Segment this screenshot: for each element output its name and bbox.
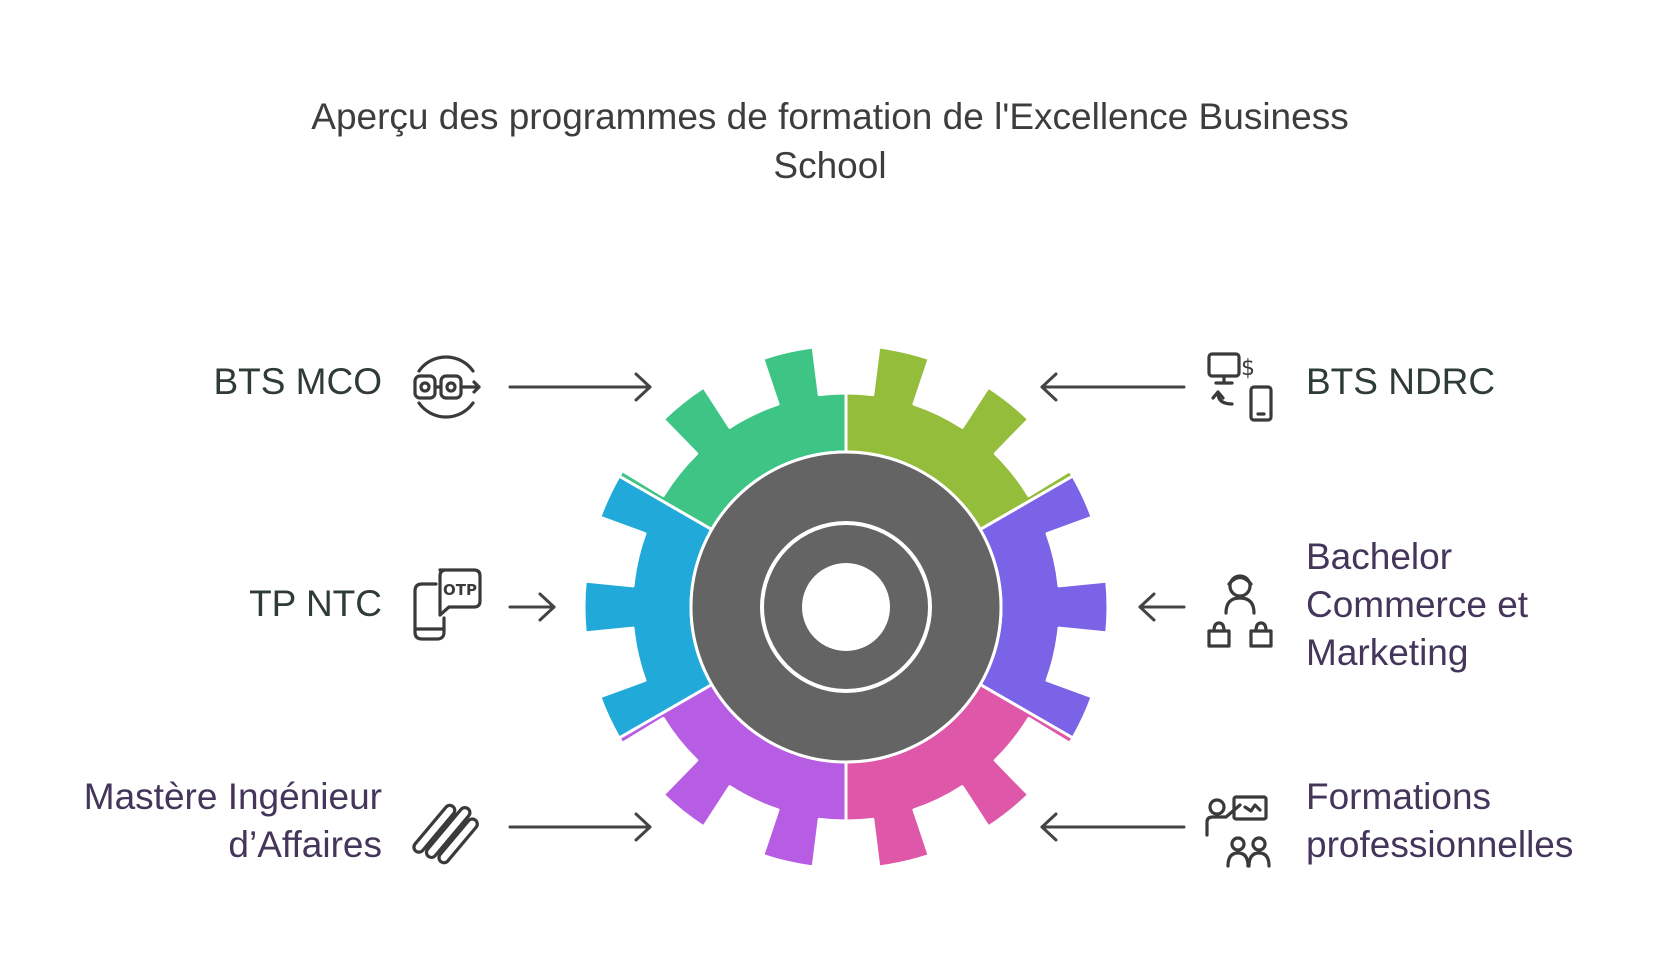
diagram-title: Aperçu des programmes de formation de l'… [230,92,1430,190]
computer-payment-phone-icon: $ [1207,352,1273,422]
label-line: TP NTC [249,583,382,624]
arrows [508,372,1186,842]
label-line: Bachelor [1306,536,1453,577]
pills-stack-icon [412,803,479,865]
title-line-1: Aperçu des programmes de formation de l'… [311,96,1349,137]
label-line: BTS MCO [213,361,382,402]
label-line: BTS NDRC [1306,361,1496,402]
gear-inner-ring [760,521,932,693]
arrow-bts-mco [508,372,652,402]
label-line: Commerce et [1306,584,1529,625]
label-line: professionnelles [1306,824,1574,865]
arrow-mastere [508,812,652,842]
arrow-bachelor [1138,592,1186,622]
presenter-audience-icon [1205,795,1271,868]
svg-text:OTP: OTP [443,581,477,599]
label-line: Formations [1306,776,1492,817]
gear-center-hole [802,563,890,651]
label-line: Mastère Ingénieur [83,776,382,817]
title-line-2: School [773,145,887,186]
otp-phone-icon: OTP [413,568,482,641]
label-line: Marketing [1306,632,1469,673]
label-mastere: Mastère Ingénieur d’Affaires [84,773,382,869]
label-bachelor: Bachelor Commerce et Marketing [1306,533,1528,677]
label-tp-ntc: TP NTC [249,580,382,628]
loop-device-icon [413,355,481,419]
user-shopping-bags-icon [1207,574,1273,648]
arrow-tp-ntc [508,592,556,622]
arrow-formations-pro [1040,812,1186,842]
gear [582,345,1110,869]
label-bts-ndrc: BTS NDRC [1306,358,1495,406]
label-bts-mco: BTS MCO [213,358,382,406]
arrow-bts-ndrc [1040,372,1186,402]
label-formations-pro: Formations professionnelles [1306,773,1573,869]
svg-text:$: $ [1241,356,1255,381]
label-line: d’Affaires [228,824,382,865]
